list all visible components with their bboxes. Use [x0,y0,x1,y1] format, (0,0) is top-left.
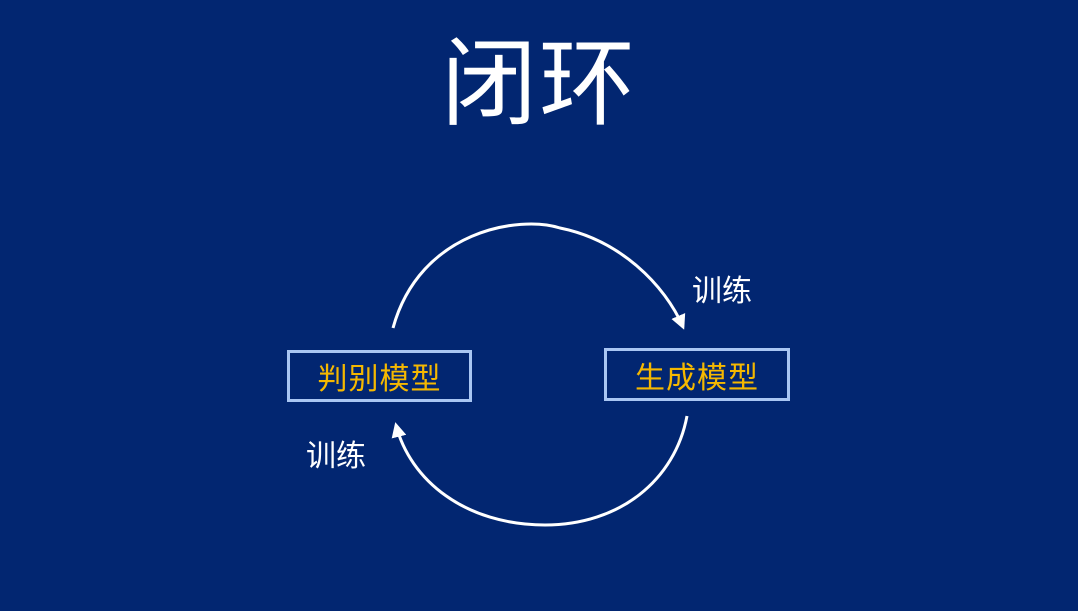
train-label-bottom: 训练 [306,439,366,474]
slide-title: 闭环 [441,28,637,140]
arrow-bottom-generator-to-discriminator [391,415,689,527]
generator-model-label: 生成模型 [635,360,759,396]
train-label-top: 训练 [692,274,752,309]
discriminator-model-box: 判别模型 [287,350,472,402]
generator-model-box: 生成模型 [604,348,790,401]
arrow-top-discriminator-to-generator [391,222,686,330]
discriminator-model-label: 判别模型 [317,362,442,397]
